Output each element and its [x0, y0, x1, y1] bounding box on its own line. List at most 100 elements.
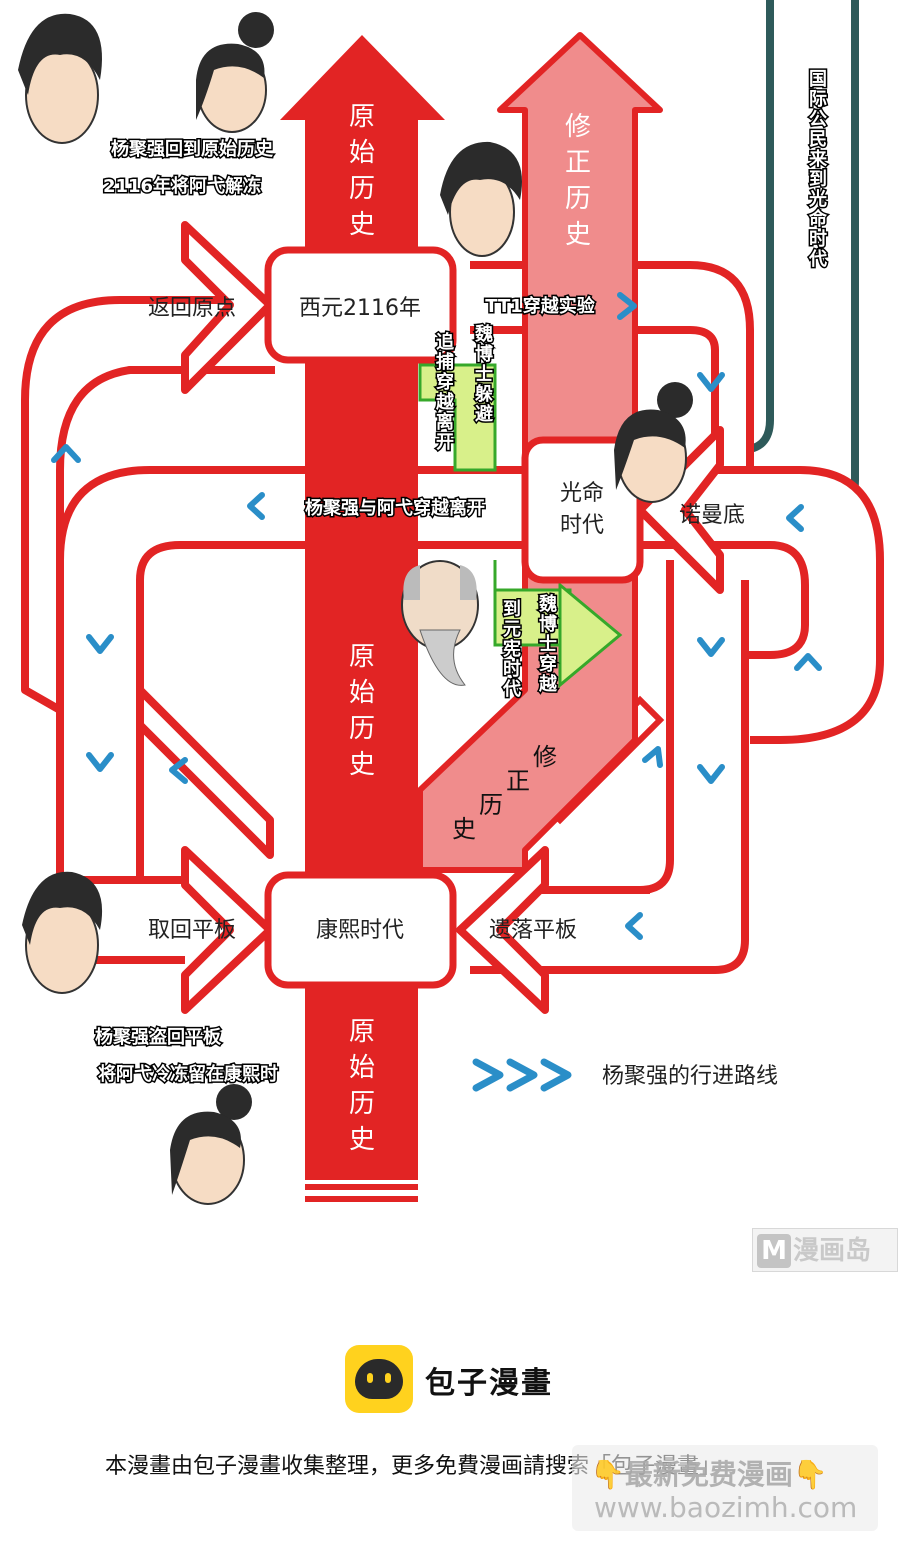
vertical-char: 历	[349, 714, 375, 744]
caption-bottom-1: 杨聚强盗回平板	[95, 1026, 222, 1048]
vertical-char: 原	[349, 642, 375, 672]
portrait-yang-mid	[440, 141, 522, 257]
node-xiyuan	[264, 246, 457, 364]
diagonal-char: 正	[506, 767, 530, 795]
svg-text:追捕穿越离开: 追捕穿越离开	[435, 331, 455, 453]
watermark-manhuadao-text: 漫画岛	[793, 1236, 872, 1266]
watermark-line-1: 👇最新免费漫画👇	[590, 1458, 828, 1491]
vertical-char: 避	[475, 403, 493, 425]
vertical-char: 元	[503, 619, 521, 640]
vertical-char: 追	[436, 331, 454, 353]
node-guangming-label-1: 光命	[560, 481, 604, 506]
vertical-char: 时	[809, 229, 827, 250]
vertical-char: 越	[435, 391, 455, 413]
label-tt1: TT1穿越实验	[485, 295, 595, 317]
direction-chevrons	[51, 292, 822, 940]
label-to-yuan: 到元宪时代	[501, 598, 523, 702]
label-retrieve-tablet: 取回平板	[148, 918, 236, 943]
label-wei-travel: 魏博士穿越	[537, 592, 560, 697]
vertical-char: 历	[349, 1089, 375, 1119]
vertical-char: 博	[539, 613, 557, 635]
portrait-yang-top	[18, 13, 102, 144]
vertical-char: 代	[808, 249, 827, 270]
vertical-char: 宪	[503, 638, 521, 660]
baozi-logo-icon	[345, 1345, 413, 1413]
label-original-mid: 原始历史	[349, 642, 375, 780]
vertical-char: 民	[809, 129, 827, 150]
label-wei-hide: 魏博士躲避	[473, 322, 495, 427]
vertical-char: 开	[436, 432, 454, 453]
label-pursue-leave: 追捕穿越离开	[434, 330, 457, 455]
timeline-diagram: 西元2116年 康熙时代 光命 时代 原始历史 原始历史 原始历史 修正历史 修…	[18, 0, 884, 1205]
vertical-char: 命	[809, 208, 828, 230]
vertical-char: 原	[349, 1017, 375, 1047]
portrait-yang-bottom	[22, 871, 103, 994]
svg-text:国际公民来到光命时代: 国际公民来到光命时代	[808, 69, 828, 270]
return-loop	[21, 221, 275, 714]
vertical-char: 越	[538, 673, 558, 695]
diagonal-char: 修	[533, 743, 557, 771]
vertical-char: 光	[808, 188, 827, 210]
svg-text:魏博士躲避: 魏博士躲避	[474, 323, 493, 425]
caption-top-2: 2116年将阿弋解冻	[103, 175, 261, 197]
vertical-char: 到	[503, 599, 521, 620]
vertical-char: 史	[349, 1125, 375, 1155]
portrait-ayi-bottom	[170, 1084, 252, 1205]
normandy-loop	[636, 426, 884, 744]
vertical-char: 始	[349, 678, 375, 708]
vertical-char: 博	[475, 343, 493, 365]
vertical-char: 穿	[436, 371, 454, 393]
label-revised-diag: 修正历史	[452, 743, 557, 843]
label-yang-leave: 杨聚强与阿弋穿越离开	[305, 497, 485, 519]
svg-text:原始历史: 原始历史	[349, 642, 375, 780]
svg-text:原始历史: 原始历史	[349, 1017, 375, 1155]
vertical-char: 魏	[538, 593, 557, 615]
svg-text:修正历史: 修正历史	[565, 112, 591, 250]
label-lose-tablet: 遗落平板	[489, 918, 577, 943]
node-guangming	[521, 436, 644, 584]
vertical-char: 际	[809, 89, 827, 110]
vertical-char: 到	[809, 169, 827, 190]
watermark-baozimh: 👇最新免费漫画👇 www.baozimh.com	[572, 1445, 878, 1531]
label-original-bottom: 原始历史	[349, 1017, 375, 1155]
vertical-char: 历	[349, 174, 375, 204]
watermark-m-logo: M	[757, 1234, 791, 1268]
brand-name: 包子漫畫	[425, 1366, 553, 1401]
vertical-char: 史	[349, 210, 375, 240]
vertical-char: 躲	[475, 383, 493, 405]
vertical-char: 士	[475, 364, 493, 385]
label-citizen-arrive: 国际公民来到光命时代	[807, 68, 830, 272]
vertical-char: 士	[539, 634, 557, 655]
legend-label: 杨聚强的行进路线	[602, 1064, 778, 1089]
vertical-char: 原	[349, 102, 375, 132]
vertical-char: 正	[565, 148, 591, 178]
label-return-origin: 返回原点	[148, 296, 236, 321]
vertical-char: 始	[349, 138, 375, 168]
label-revised-top: 修正历史	[565, 112, 591, 250]
vertical-char: 史	[349, 750, 375, 780]
svg-text:魏博士穿越: 魏博士穿越	[538, 593, 558, 695]
vertical-char: 捕	[436, 351, 454, 373]
vertical-char: 离	[436, 411, 454, 433]
portrait-wei	[401, 560, 479, 686]
svg-text:原始历史: 原始历史	[349, 102, 375, 240]
vertical-char: 史	[565, 220, 591, 250]
vertical-char: 始	[349, 1053, 375, 1083]
diagonal-char: 历	[479, 791, 503, 819]
vertical-char: 代	[502, 679, 521, 700]
vertical-char: 修	[565, 112, 591, 142]
portrait-ayi-top	[196, 12, 274, 133]
vertical-char: 国	[809, 69, 827, 90]
node-kangxi-label: 康熙时代	[316, 918, 404, 943]
vertical-char: 公	[809, 109, 827, 130]
svg-text:到元宪时代: 到元宪时代	[502, 599, 521, 700]
vertical-char: 魏	[474, 323, 493, 345]
vertical-char: 历	[565, 184, 591, 214]
diagonal-char: 史	[452, 815, 476, 843]
vertical-char: 穿	[539, 653, 557, 675]
wei-hide-branch	[418, 363, 497, 472]
outer-left-loop	[56, 466, 525, 884]
wei-travel-branch	[493, 560, 623, 689]
label-normandy: 诺曼底	[679, 503, 745, 528]
